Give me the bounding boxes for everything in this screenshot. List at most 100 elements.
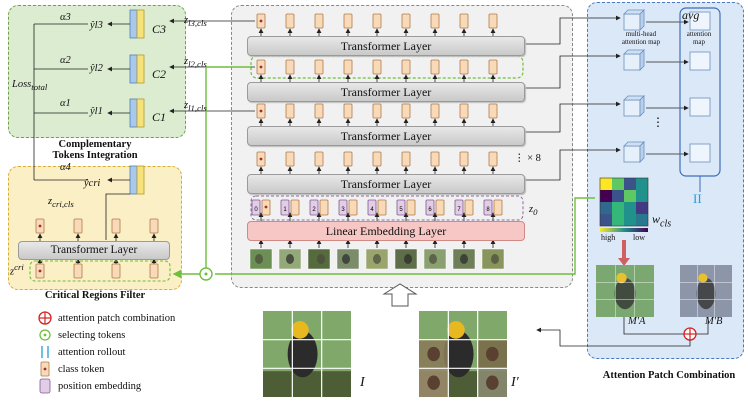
select-path xyxy=(205,66,251,268)
row3-class-token-dot xyxy=(259,19,263,23)
mh-cube-side-2 xyxy=(639,95,645,117)
weight-heatmap-cell-1 xyxy=(612,178,624,190)
weight-heatmap-cell-2 xyxy=(624,178,636,190)
patch-token-6 xyxy=(435,199,445,216)
repeat-label: ⋮ × 8 xyxy=(514,153,541,164)
row2-token-6 xyxy=(430,59,440,75)
z-cri-label: zcri xyxy=(10,262,24,278)
m-prime-b-image-bird-head xyxy=(698,273,708,283)
row0-token-4 xyxy=(372,151,382,167)
row2-token-8 xyxy=(488,59,498,75)
attention-rollout-symbol: II xyxy=(693,191,702,206)
transformer-layer-2: Transformer Layer xyxy=(247,82,525,102)
weight-heatmap-cell-0 xyxy=(600,178,612,190)
input-image-i-prime-mixed-bird-1 xyxy=(427,375,440,390)
patch-token-8 xyxy=(493,199,503,216)
patch-token-7 xyxy=(464,199,474,216)
avg-label: avg xyxy=(682,8,700,22)
alpha4-label: α4 xyxy=(60,162,71,173)
weight-heatmap xyxy=(599,177,649,227)
position-id-6: 6 xyxy=(428,207,432,213)
crf-title: Critical Regions Filter xyxy=(44,290,146,301)
attn-connector-0 xyxy=(523,15,621,45)
position-id-0: 0 xyxy=(254,207,258,213)
attn-connector-3 xyxy=(523,147,621,181)
patch-bird-5 xyxy=(404,254,412,264)
input-image-i-bird-head xyxy=(291,321,309,339)
apc-title: Attention Patch Combination xyxy=(602,370,736,381)
z0-box xyxy=(250,195,524,221)
crf-head-arrow xyxy=(105,193,130,198)
weight-heatmap-cell-7 xyxy=(636,190,648,202)
y-hat-l1-label: ŷl1 xyxy=(90,106,103,117)
input-image-i-prime-mixed-bird-3 xyxy=(486,375,499,390)
fc-block-c2 xyxy=(129,54,138,84)
input-image-i-prime-bird-body xyxy=(443,330,474,378)
mh-cube-front-3 xyxy=(623,145,641,163)
row1-token-5 xyxy=(401,103,411,119)
row1-token-7 xyxy=(459,103,469,119)
class-token-icon-dot xyxy=(43,367,47,371)
vertical-ellipsis: ⋮ xyxy=(652,115,664,129)
image-i-label: I xyxy=(360,375,365,390)
att-map-3 xyxy=(689,143,711,163)
row0-token-2 xyxy=(314,151,324,167)
y-hat-l3-label: ŷl3 xyxy=(90,20,103,31)
weight-heatmap-cell-15 xyxy=(636,214,648,226)
position-embedding-7 xyxy=(454,199,464,216)
row3-token-4 xyxy=(372,13,382,29)
row2-token-3 xyxy=(343,59,353,75)
complementary-tokens-integration-panel xyxy=(8,5,186,138)
attn-connector-1 xyxy=(523,53,621,89)
mh-cube-front-2 xyxy=(623,99,641,117)
z-cri-cls-label: zcri,cls xyxy=(48,196,74,210)
weight-heatmap-cell-4 xyxy=(600,190,612,202)
mh-cube-side-0 xyxy=(639,9,645,31)
z-l3-cls-label: zl3,cls xyxy=(184,15,207,29)
row3-token-6 xyxy=(430,13,440,29)
row3-token-3 xyxy=(343,13,353,29)
low-label: low xyxy=(633,233,645,242)
position-embedding-4 xyxy=(367,199,377,216)
row3-token-1 xyxy=(285,13,295,29)
patch-bird-2 xyxy=(317,254,325,264)
row3-token-8 xyxy=(488,13,498,29)
z0-label: z0 xyxy=(529,204,538,218)
weight-heatmap-cell-3 xyxy=(636,178,648,190)
z0-class-dot xyxy=(264,205,268,209)
position-id-3: 3 xyxy=(341,207,345,213)
patch-bird-4 xyxy=(373,254,381,264)
weight-heatmap-cell-5 xyxy=(612,190,624,202)
patch-bird-7 xyxy=(460,254,468,264)
z-l2-cls-label: zl2,cls xyxy=(184,56,207,70)
row0-token-8 xyxy=(488,151,498,167)
legend-text-0: attention patch combination xyxy=(58,313,176,324)
selecting-tokens-icon-dot xyxy=(43,333,47,337)
input-image-i-prime-mixed-bird-0 xyxy=(427,346,440,362)
transformer-layer-0: Transformer Layer xyxy=(247,174,525,194)
m-prime-b-image-bird xyxy=(696,278,716,310)
row0-token-3 xyxy=(343,151,353,167)
m-prime-a-label: M′A xyxy=(628,316,646,327)
z-l1-cls-label: zl1,cls xyxy=(184,100,207,114)
position-embedding-8 xyxy=(483,199,493,216)
row2-token-4 xyxy=(372,59,382,75)
position-embedding-1 xyxy=(280,199,290,216)
crf-in-token-2 xyxy=(111,263,121,279)
classifier-c2: C2 xyxy=(152,67,167,81)
transformer-layer-1: Transformer Layer xyxy=(247,126,525,146)
patch-bird-3 xyxy=(342,254,350,264)
row1-token-6 xyxy=(430,103,440,119)
position-id-5: 5 xyxy=(399,207,403,213)
input-image-i-bird-body xyxy=(287,330,318,378)
position-embedding-icon xyxy=(39,378,51,394)
row1-token-2 xyxy=(314,103,324,119)
crf-class-dot-in xyxy=(38,269,42,273)
row2-token-2 xyxy=(314,59,324,75)
crf-selected-box xyxy=(29,260,171,282)
m-prime-a-image-bird xyxy=(614,278,636,310)
patch-bird-1 xyxy=(286,254,294,264)
patch-token-1 xyxy=(290,199,300,216)
